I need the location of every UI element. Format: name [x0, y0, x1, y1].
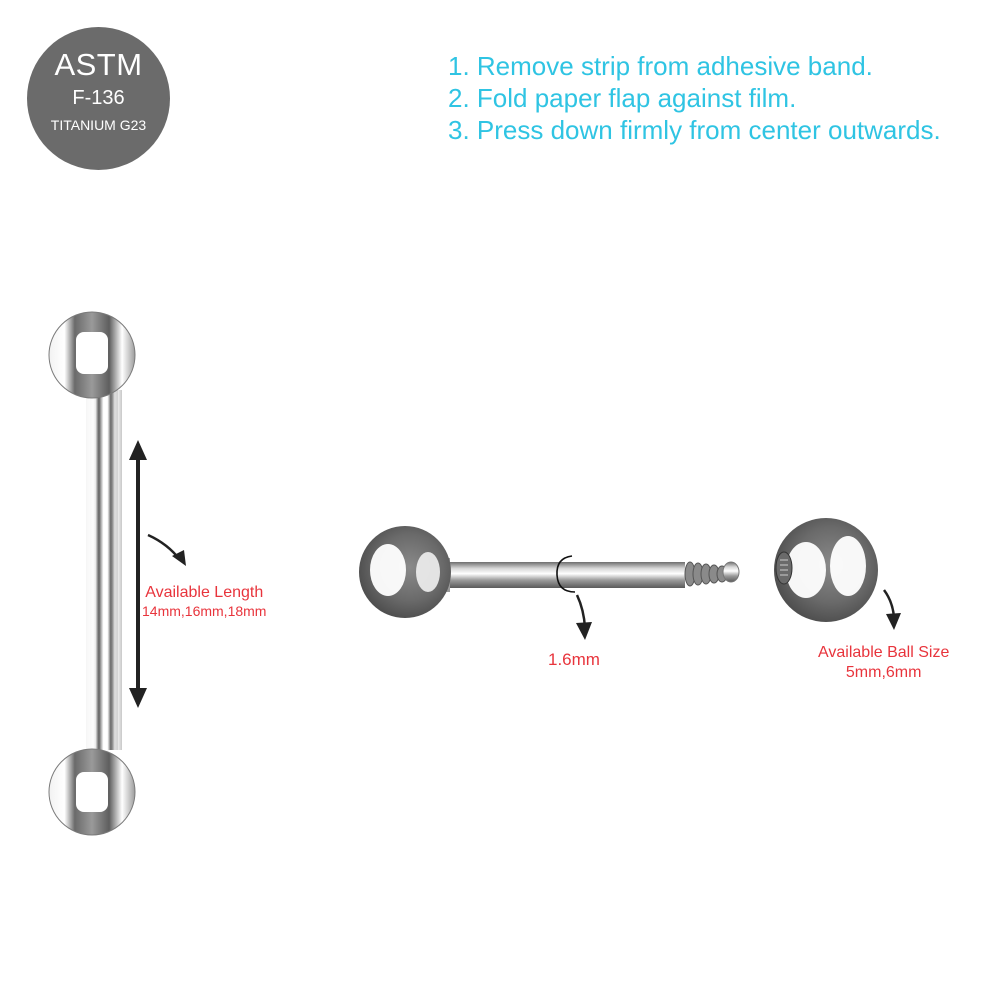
- ball-size-label: Available Ball Size: [818, 644, 950, 661]
- instruction-step: 1. Remove strip from adhesive band.: [448, 51, 873, 81]
- ball-size-values: 5mm,6mm: [845, 664, 922, 681]
- length-arrow: [129, 440, 186, 708]
- horizontal-barbell: [359, 526, 740, 618]
- astm-badge: ASTM F-136 TITANIUM G23: [27, 27, 170, 170]
- gauge-indicator: [556, 555, 592, 640]
- badge-spec: F-136: [72, 87, 125, 109]
- instruction-step: 3. Press down firmly from center outward…: [448, 115, 941, 145]
- vertical-barbell: [48, 311, 136, 836]
- length-annotation: Available Length 14mm,16mm,18mm: [142, 583, 266, 621]
- threaded-ball: [774, 518, 901, 630]
- gauge-label: 1.6mm: [548, 650, 600, 669]
- badge-standard: ASTM: [54, 47, 143, 82]
- ball-size-annotation: Available Ball Size 5mm,6mm: [818, 643, 949, 683]
- instruction-step: 2. Fold paper flap against film.: [448, 83, 797, 113]
- badge-material: TITANIUM G23: [50, 117, 147, 133]
- instructions-list: 1. Remove strip from adhesive band. 2. F…: [448, 50, 941, 146]
- length-label: Available Length: [145, 584, 264, 601]
- length-values: 14mm,16mm,18mm: [142, 603, 267, 619]
